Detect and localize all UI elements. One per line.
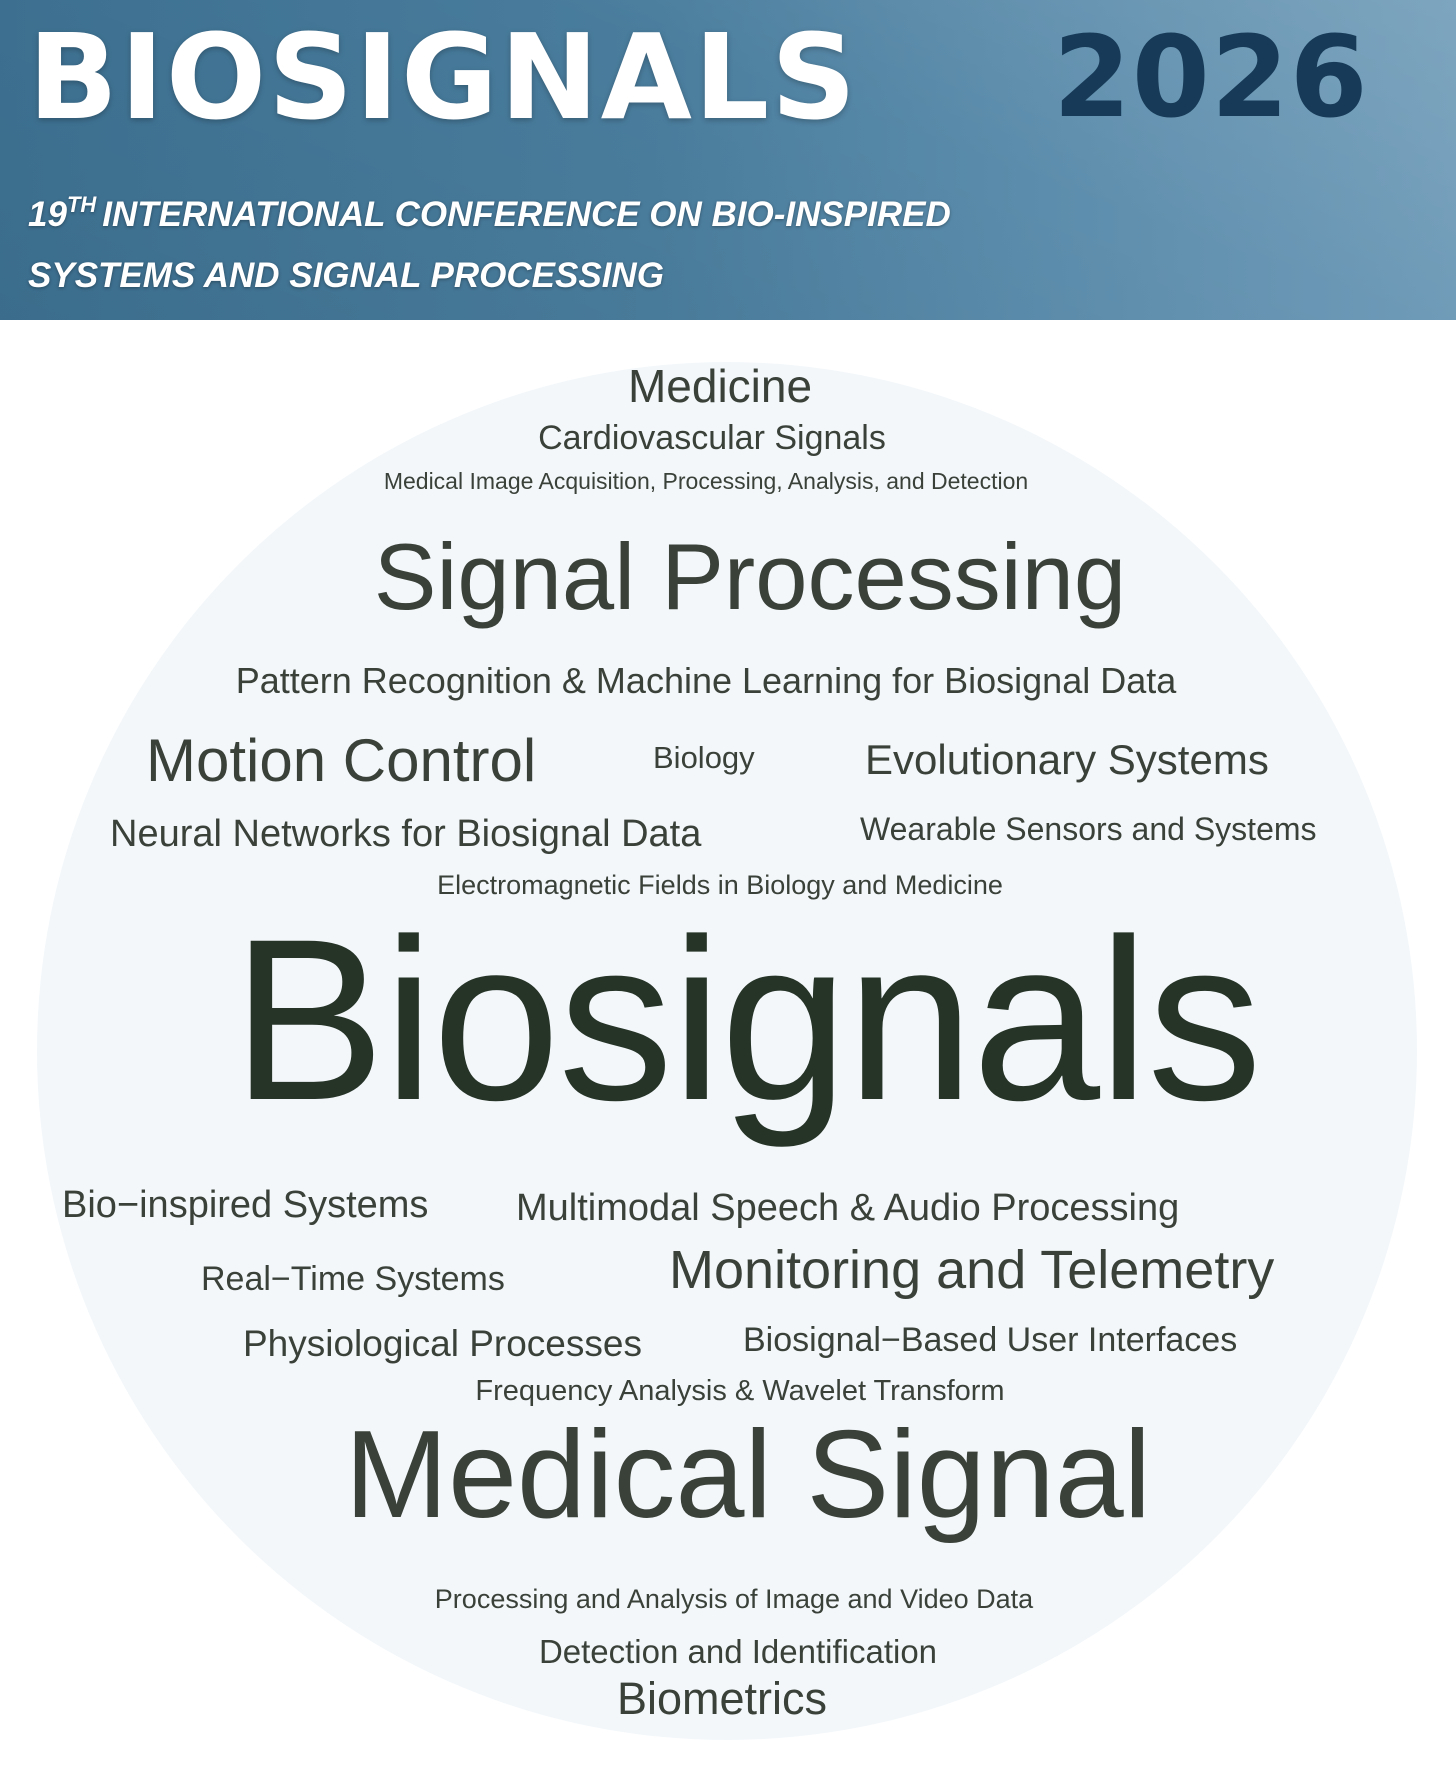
topic-multimodal-speech: Multimodal Speech & Audio Processing	[516, 1187, 1180, 1229]
topic-image-video-data: Processing and Analysis of Image and Vid…	[434, 1584, 1034, 1614]
topic-medicine: Medicine	[627, 360, 813, 412]
topic-electromagnetic-fields: Electromagnetic Fields in Biology and Me…	[437, 870, 1003, 900]
word-cloud-circle	[37, 362, 1417, 1740]
topic-medical-image: Medical Image Acquisition, Processing, A…	[383, 468, 1029, 494]
topic-signal-processing: Signal Processing	[373, 524, 1127, 629]
subtitle-ordinal-number: 19	[28, 195, 67, 234]
topic-frequency-analysis: Frequency Analysis & Wavelet Transform	[475, 1375, 1005, 1407]
banner-title: BIOSIGNALS	[28, 8, 859, 146]
topic-pattern-recognition: Pattern Recognition & Machine Learning f…	[235, 660, 1177, 701]
topic-bio-inspired-systems: Bio−inspired Systems	[62, 1184, 429, 1226]
topic-medical-signal: Medical Signal	[344, 1406, 1152, 1544]
topic-monitoring-telemetry: Monitoring and Telemetry	[669, 1240, 1275, 1300]
topic-evolutionary-systems: Evolutionary Systems	[865, 736, 1269, 783]
banner-subtitle-line-2: SYSTEMS AND SIGNAL PROCESSING	[28, 256, 664, 295]
topic-biosignals: Biosignals	[231, 891, 1262, 1148]
topic-wearable-sensors: Wearable Sensors and Systems	[860, 811, 1317, 847]
banner-year: 2026	[1053, 13, 1369, 143]
topic-cardiovascular-signals: Cardiovascular Signals	[538, 419, 886, 457]
topic-physiological-processes: Physiological Processes	[243, 1323, 642, 1364]
subtitle-ordinal-suffix: TH	[66, 192, 97, 217]
subtitle-line-1-text: INTERNATIONAL CONFERENCE ON BIO-INSPIRED	[102, 195, 951, 234]
topic-biology: Biology	[653, 740, 755, 775]
topic-motion-control: Motion Control	[146, 727, 537, 794]
topic-real-time-systems: Real−Time Systems	[201, 1260, 505, 1298]
topic-biometrics: Biometrics	[616, 1673, 828, 1724]
topic-detection-identification: Detection and Identification	[538, 1633, 938, 1670]
topic-biosignal-user-interfaces: Biosignal−Based User Interfaces	[743, 1321, 1238, 1359]
topic-neural-networks: Neural Networks for Biosignal Data	[110, 813, 702, 855]
